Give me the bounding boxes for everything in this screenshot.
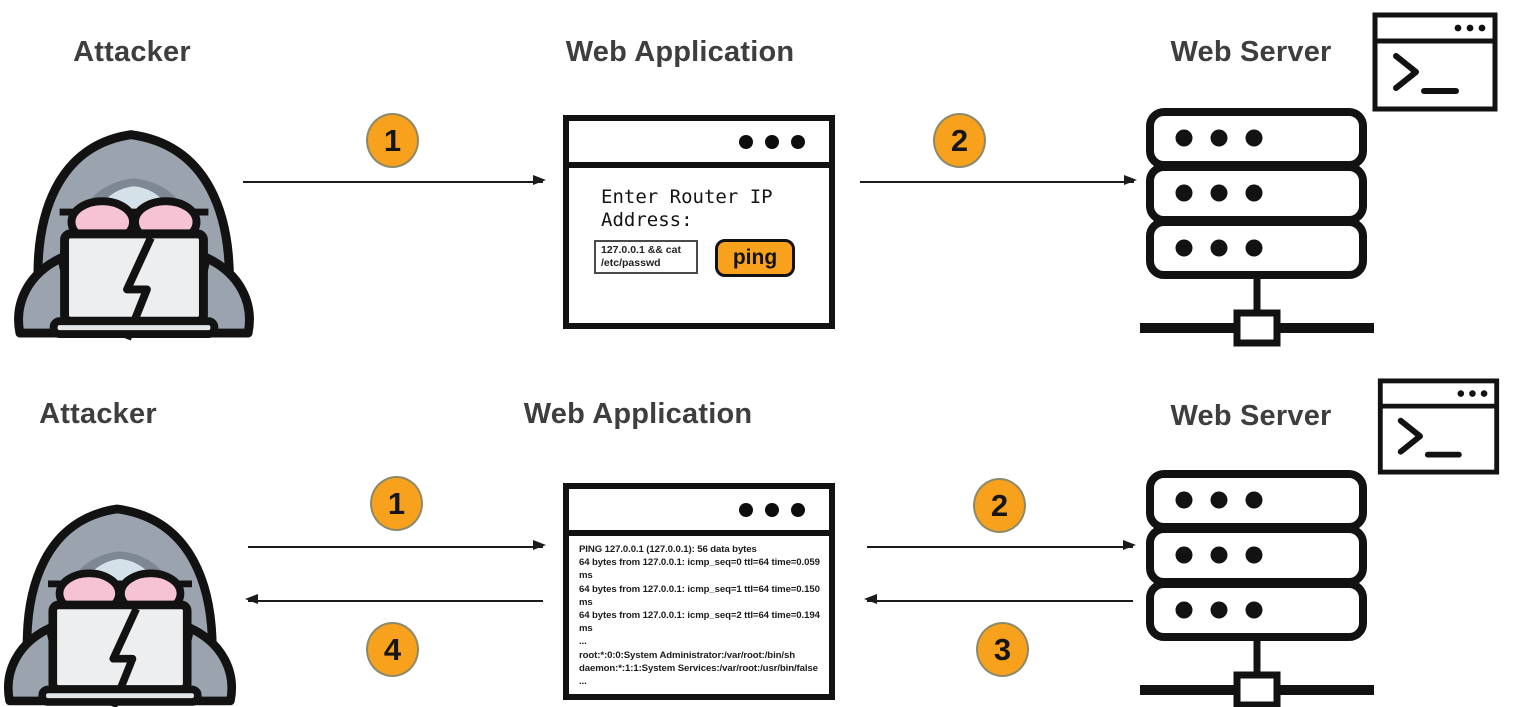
arrow-webapp-to-server [860,175,1137,186]
window-titlebar [569,121,829,168]
arrow-webapp-to-server [867,540,1136,551]
step-badge-1: 1 [370,476,423,531]
web-server-icon [1140,468,1374,707]
arrow-attacker-to-webapp [243,175,546,186]
web-server-label-row1: Web Server [1170,36,1332,68]
arrow-webapp-to-attacker [245,594,543,605]
attacker-icon [10,98,258,343]
step-badge-4: 4 [366,622,419,677]
window-dot-icon [739,134,753,149]
step-badge-2: 2 [973,478,1026,533]
window-body: PING 127.0.0.1 (127.0.0.1): 56 data byte… [569,536,829,694]
web-application-window-row2: PING 127.0.0.1 (127.0.0.1): 56 data byte… [563,483,835,700]
web-application-label-row2: Web Application [523,398,753,430]
window-dot-icon [791,502,805,517]
web-server-label-row2: Web Server [1170,400,1332,432]
web-application-window-row1: Enter Router IP Address: 127.0.0.1 && ca… [563,115,835,329]
window-titlebar [569,489,829,536]
terminal-icon [1377,378,1500,475]
window-dot-icon [791,134,805,149]
window-dot-icon [765,502,779,517]
step-badge-2: 2 [933,113,986,168]
step-badge-1: 1 [366,113,419,168]
window-body: Enter Router IP Address: 127.0.0.1 && ca… [569,168,829,323]
window-dot-icon [739,502,753,517]
ping-button[interactable]: ping [715,239,795,277]
web-application-label-row1: Web Application [565,36,795,68]
router-ip-prompt: Enter Router IP Address: [601,186,773,231]
window-dot-icon [765,134,779,149]
router-ip-input[interactable]: 127.0.0.1 && cat /etc/passwd [594,240,698,274]
arrow-attacker-to-webapp [248,540,546,551]
terminal-icon [1372,12,1498,112]
arrow-server-to-webapp [864,594,1133,605]
ping-output-text: PING 127.0.0.1 (127.0.0.1): 56 data byte… [579,544,820,688]
step-badge-3: 3 [976,622,1029,677]
attacker-icon [0,473,240,707]
web-server-icon [1140,106,1374,349]
attacker-label-row2: Attacker [39,398,157,430]
attacker-label-row1: Attacker [73,36,191,68]
